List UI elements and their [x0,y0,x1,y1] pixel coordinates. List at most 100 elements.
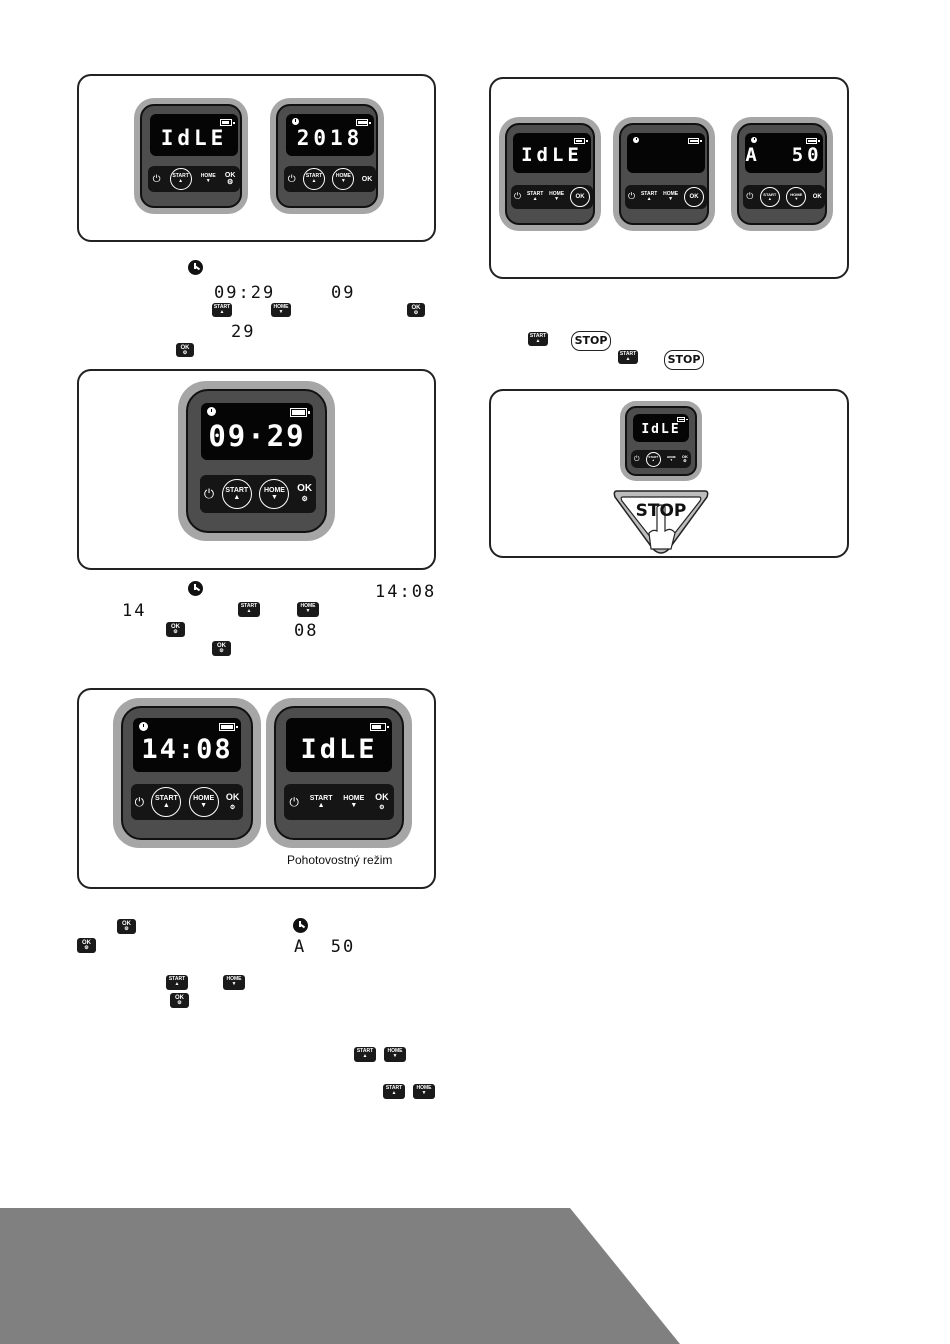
start-button[interactable]: START▲ [645,451,661,467]
lcd-screen: 2018 [286,114,374,156]
ok-label: OK [224,172,236,179]
start-button[interactable]: START▲ [640,191,658,202]
icon-label: HOME [273,304,289,310]
power-icon[interactable]: ⏻ [634,454,640,463]
remote-control: A 50 ⏻ START▲ HOME▼ OK [731,117,833,231]
clock-icon [207,407,216,416]
start-button[interactable]: START▲ [303,168,325,190]
icon-label: OK [122,921,131,927]
battery-icon [574,138,588,144]
home-label: HOME [343,795,365,802]
start-label: START [526,191,544,197]
power-icon[interactable]: ⏻ [152,173,161,185]
power-icon[interactable]: ⏻ [627,192,636,202]
ok-button[interactable]: OK⚙ [681,454,688,463]
ok-label: OK [812,194,822,200]
battery-icon [677,417,688,422]
ok-button[interactable]: OK⚙ [225,792,240,812]
clock-icon [633,137,639,143]
start-label: START [172,173,189,179]
ok-button[interactable]: OK⚙ [297,483,313,504]
start-button[interactable]: START▲ [759,187,780,207]
icon-label: START [240,603,258,609]
ok-button[interactable]: OK [362,176,373,183]
power-icon[interactable]: ⏻ [289,794,299,809]
power-icon[interactable]: ⏻ [513,192,522,202]
ok-button[interactable]: OK⚙ [375,792,389,812]
start-button[interactable]: START▲ [221,479,252,509]
start-button-icon: START▲ [354,1047,376,1062]
start-button[interactable]: START▲ [309,795,333,809]
ok-label: OK [225,792,240,802]
home-button[interactable]: HOME▼ [549,191,565,202]
power-icon[interactable]: ⏻ [134,794,145,809]
start-label: START [763,192,777,197]
home-button[interactable]: HOME▼ [188,787,219,817]
stop-button-icon: STOP [664,350,704,370]
ok-button[interactable]: OK [570,187,591,207]
ok-button[interactable]: OK [684,187,705,207]
home-button[interactable]: HOME▼ [786,187,807,207]
standby-caption: Pohotovostný režim [287,853,393,867]
icon-label: OK [411,305,421,311]
stop-button-hand-illustration [613,490,709,554]
home-label: HOME [263,487,285,494]
lcd-screen: A 50 [745,133,823,173]
clock-icon [139,722,148,731]
panel-idle-blank-a50: IdLE ⏻ START▲ HOME▼ OK ⏻ START▲ HOME▼ OK [489,77,849,279]
start-button-icon: START▲ [618,350,638,364]
clock-icon [293,918,308,933]
ok-button[interactable]: OK [813,194,822,200]
home-label: HOME [193,795,215,802]
ok-label: OK [689,194,699,200]
button-bar: ⏻ START▲ HOME▼ OK⚙ [131,784,243,820]
panel-stop: IdLE ⏻ START▲ HOME▼ OK⚙ STOP [489,389,849,558]
battery-icon [688,138,702,144]
battery-icon [290,408,310,417]
power-icon[interactable]: ⏻ [203,486,215,502]
button-bar: ⏻ START▲ HOME▼ OK [625,185,707,209]
home-button[interactable]: HOME▼ [666,455,676,462]
home-button-icon: HOME▼ [413,1084,435,1099]
power-icon[interactable]: ⏻ [746,192,754,202]
start-button[interactable]: START▲ [169,168,192,190]
icon-label: HOME [226,976,242,982]
icon-label: OK [175,995,184,1001]
lcd-screen: IdLE [633,414,689,442]
ok-button-icon: OK⚙ [77,938,96,953]
lcd-display-text: 14:08 [141,734,233,765]
home-label: HOME [790,192,803,197]
ok-label: OK [375,792,389,802]
hour-value-09: 09 [331,283,356,303]
home-button[interactable]: HOME▼ [663,191,679,202]
battery-icon [806,138,820,144]
lcd-screen [627,133,705,173]
button-bar: ⏻ START▲ HOME▼ OK [511,185,593,209]
lcd-display-text: IdLE [521,144,583,166]
home-label: HOME [335,173,351,179]
remote-control: IdLE ⏻ START▲ HOME▼ OK⚙ [134,98,248,214]
ok-button-icon: OK⚙ [407,303,425,317]
icon-label: HOME [387,1048,403,1054]
mode-value-a50: A 50 [294,937,356,957]
lcd-screen: IdLE [150,114,238,156]
home-button[interactable]: HOME▼ [343,795,365,809]
power-icon[interactable]: ⏻ [287,173,296,185]
home-button[interactable]: HOME▼ [259,479,290,509]
home-button[interactable]: HOME▼ [332,168,355,190]
icon-label: START [529,333,547,339]
home-label: HOME [549,191,565,197]
lcd-screen: IdLE [513,133,591,173]
home-button[interactable]: HOME▼ [200,173,216,184]
start-button[interactable]: START▲ [151,787,182,817]
icon-label: START [213,304,231,310]
ok-button-icon: OK⚙ [212,641,231,656]
ok-button-icon: OK⚙ [170,993,189,1008]
icon-label: OK [217,643,226,649]
ok-label: OK [575,194,585,200]
ok-button[interactable]: OK⚙ [224,172,236,186]
lcd-display-text: 09·29 [208,419,306,453]
min-value-08: 08 [294,621,319,641]
start-button[interactable]: START▲ [526,191,544,202]
ok-button-icon: OK⚙ [166,622,185,637]
